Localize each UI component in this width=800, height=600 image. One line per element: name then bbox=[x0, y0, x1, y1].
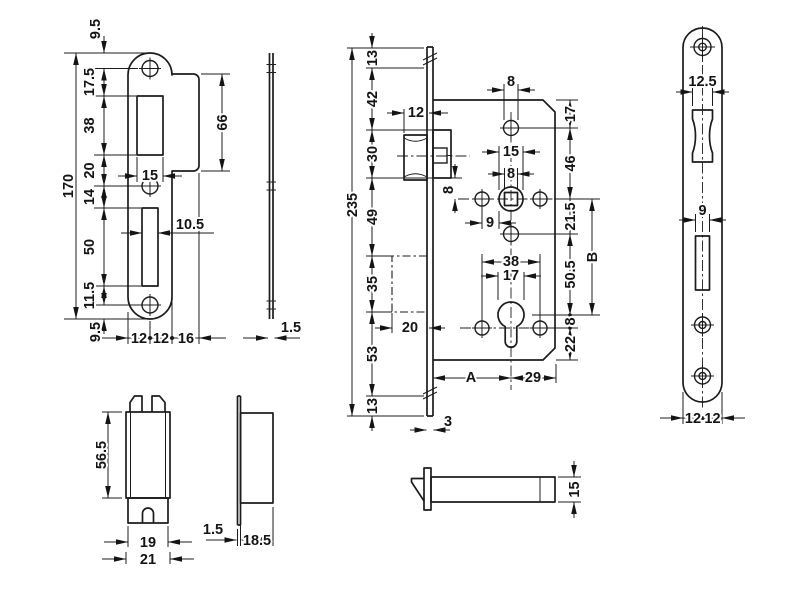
dim-22: 22 bbox=[563, 336, 579, 352]
dim-A-backset: A bbox=[466, 370, 477, 386]
screw-hole-icon bbox=[139, 57, 161, 316]
dim-56-5: 56.5 bbox=[94, 441, 110, 469]
dim-19: 19 bbox=[140, 535, 156, 551]
dim-12a: 12 bbox=[685, 411, 701, 427]
dim-B: B bbox=[585, 252, 601, 262]
dim-8-latch: 8 bbox=[441, 186, 457, 194]
dim-12a: 12 bbox=[131, 331, 147, 347]
dim-46: 46 bbox=[563, 155, 579, 171]
latch-cutout bbox=[136, 95, 164, 156]
strike-plate-front-dimensions: 9.5 17.5 38 20 14 50 11.5 9.5 170 66 15 … bbox=[59, 17, 233, 349]
dim-16: 16 bbox=[178, 331, 194, 347]
faceplate-edge bbox=[426, 46, 434, 417]
countersunk-screw-hole-icon bbox=[690, 34, 715, 388]
deadbolt-phantom bbox=[391, 255, 427, 313]
dim-30: 30 bbox=[365, 146, 381, 162]
latch-bolt-nose bbox=[410, 477, 425, 502]
dim-1-5-side: 1.5 bbox=[203, 522, 223, 538]
dim-21-5: 21.5 bbox=[563, 202, 579, 230]
forend-view: 12.5 9 12 12 bbox=[660, 26, 745, 429]
deadbolt-opening bbox=[694, 235, 711, 291]
dim-21: 21 bbox=[140, 552, 156, 568]
dim-42: 42 bbox=[365, 91, 381, 107]
dim-10-5: 10.5 bbox=[176, 217, 204, 233]
dim-12b: 12 bbox=[153, 331, 169, 347]
dim-18-5: 18.5 bbox=[243, 533, 271, 549]
dim-50: 50 bbox=[82, 239, 98, 255]
latch-bolt-shaft bbox=[430, 476, 556, 503]
dim-17-cylinder: 17 bbox=[503, 268, 519, 284]
dim-13-top: 13 bbox=[365, 50, 381, 66]
dim-12-5: 12.5 bbox=[688, 74, 716, 90]
dust-box-front-view: 56.5 19 21 bbox=[92, 395, 194, 570]
deadbolt-cutout bbox=[141, 207, 159, 287]
latch-bolt-flange bbox=[423, 467, 432, 511]
lock-case-outline bbox=[433, 99, 556, 361]
latch-housing bbox=[432, 129, 452, 179]
dim-8-right: 8 bbox=[563, 317, 579, 325]
dim-9: 9 bbox=[486, 215, 494, 231]
dim-20: 20 bbox=[82, 162, 98, 178]
dim-14: 14 bbox=[82, 189, 98, 205]
dim-3-faceplate: 3 bbox=[444, 414, 452, 430]
dim-20-throw: 20 bbox=[402, 320, 418, 336]
dim-13-bottom: 13 bbox=[365, 398, 381, 414]
dim-29: 29 bbox=[525, 370, 541, 386]
latch-head bbox=[403, 134, 428, 181]
dim-49: 49 bbox=[365, 209, 381, 225]
dust-box-body bbox=[125, 411, 171, 499]
dim-170: 170 bbox=[61, 174, 77, 198]
dim-9-5-top: 9.5 bbox=[88, 19, 104, 39]
dust-box-side-view: 1.5 18.5 bbox=[201, 395, 274, 551]
dim-53: 53 bbox=[365, 346, 381, 362]
euro-cylinder-hole bbox=[497, 301, 525, 349]
dim-66: 66 bbox=[215, 114, 231, 130]
dim-17-5: 17.5 bbox=[82, 68, 98, 96]
dim-38-holes: 38 bbox=[503, 254, 519, 270]
latch-bolt-view: 15 bbox=[410, 461, 585, 518]
lock-body-view bbox=[391, 46, 560, 417]
dim-17-right: 17 bbox=[563, 106, 579, 122]
dim-1-5: 1.5 bbox=[281, 320, 301, 336]
dim-8-square: 8 bbox=[507, 166, 515, 182]
strike-plate-side-view: 1.5 bbox=[243, 53, 303, 341]
latch-opening bbox=[691, 109, 714, 163]
dim-235: 235 bbox=[345, 193, 361, 217]
dim-15-follower: 15 bbox=[503, 144, 519, 160]
dim-9-slot: 9 bbox=[698, 203, 706, 219]
dim-15-bolt: 15 bbox=[567, 481, 583, 497]
dim-35: 35 bbox=[365, 276, 381, 292]
dim-9-5-bottom: 9.5 bbox=[88, 322, 104, 342]
dim-8-top: 8 bbox=[507, 74, 515, 90]
dim-38: 38 bbox=[82, 117, 98, 133]
lock-body-dimensions: 13 42 30 49 35 53 13 235 17 46 21.5 50.5… bbox=[343, 33, 603, 433]
dim-12b: 12 bbox=[704, 411, 720, 427]
dim-12-latch: 12 bbox=[408, 105, 424, 121]
dust-box-side-body bbox=[239, 412, 274, 504]
dim-50-5: 50.5 bbox=[563, 260, 579, 288]
dim-11-5: 11.5 bbox=[82, 282, 98, 309]
dim-15: 15 bbox=[142, 168, 158, 184]
forend-outline bbox=[682, 27, 723, 403]
